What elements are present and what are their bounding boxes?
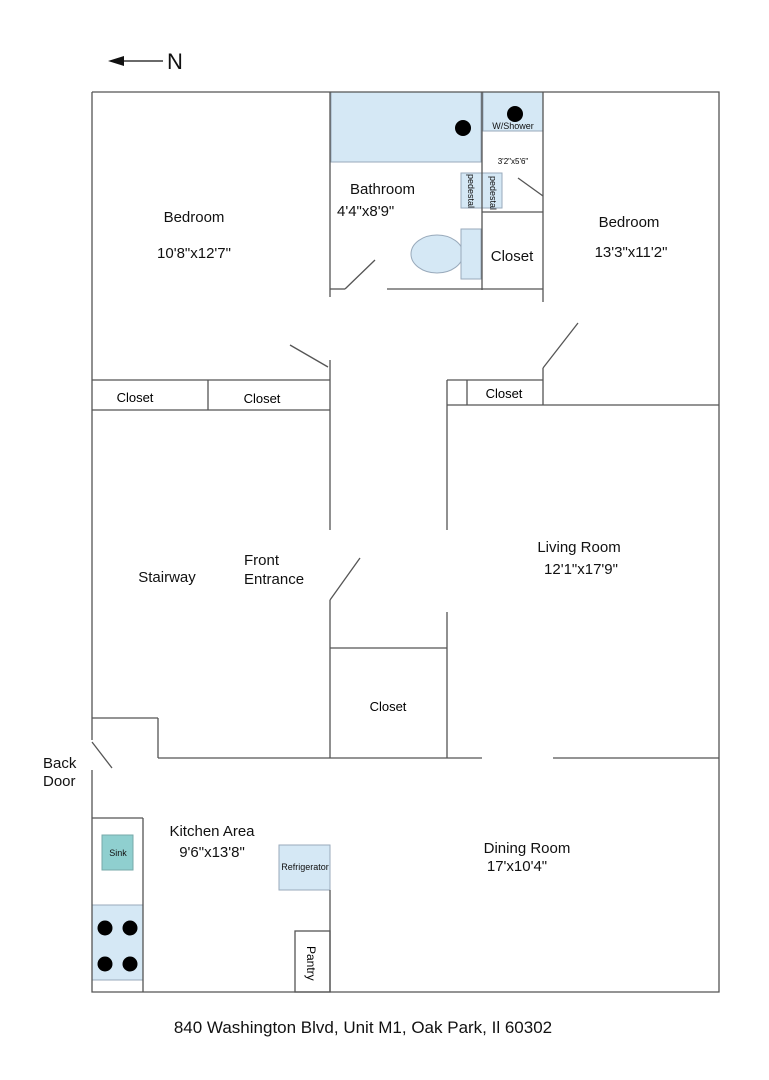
back-door-label: Door [43, 773, 76, 790]
address: 840 Washington Blvd, Unit M1, Oak Park, … [174, 1018, 552, 1037]
pedestal-label: pedestal [488, 176, 498, 210]
pedestal-label: pedestal [466, 174, 476, 208]
kitchen-size: 9'6"x13'8" [179, 844, 245, 861]
closet-label: Closet [486, 386, 523, 401]
shower-head-icon [507, 106, 523, 122]
shower-name: W/Shower [492, 121, 534, 131]
living-room-size: 12'1"x17'9" [544, 561, 618, 578]
pantry-label: Pantry [304, 946, 318, 981]
compass-label: N [167, 49, 183, 74]
burner-icons [97, 920, 138, 972]
dining-room-size: 17'x10'4" [487, 858, 547, 875]
bedroom-right-name: Bedroom [599, 214, 660, 231]
north-arrow-icon [108, 56, 163, 66]
stairway-label: Stairway [138, 569, 196, 586]
drain-icon [455, 120, 471, 136]
bathroom-name: Bathroom [350, 181, 415, 198]
shower-size: 3'2"x5'6" [498, 157, 529, 166]
bath-closet-label: Closet [491, 248, 534, 265]
living-room-name: Living Room [537, 539, 620, 556]
sink-label: Sink [109, 848, 127, 858]
closet-label: Closet [117, 390, 154, 405]
back-door-label: Back [43, 755, 77, 772]
bathroom-size: 4'4"x8'9" [337, 203, 394, 220]
refrigerator-label: Refrigerator [281, 862, 329, 872]
bedroom-right-size: 13'3"x11'2" [595, 244, 668, 261]
toilet-tank [460, 228, 482, 280]
kitchen-name: Kitchen Area [169, 823, 255, 840]
sink [101, 834, 134, 871]
walls [91, 91, 720, 993]
front-entrance-label: Entrance [244, 571, 304, 588]
toilet-bowl [410, 234, 464, 274]
front-entrance-label: Front [244, 552, 280, 569]
bedroom-left-name: Bedroom [164, 209, 225, 226]
refrigerator [278, 844, 331, 891]
bedroom-left-size: 10'8"x12'7" [157, 245, 231, 262]
hall-closet-label: Closet [370, 699, 407, 714]
closet-label: Closet [244, 391, 281, 406]
dining-room-name: Dining Room [484, 840, 571, 857]
